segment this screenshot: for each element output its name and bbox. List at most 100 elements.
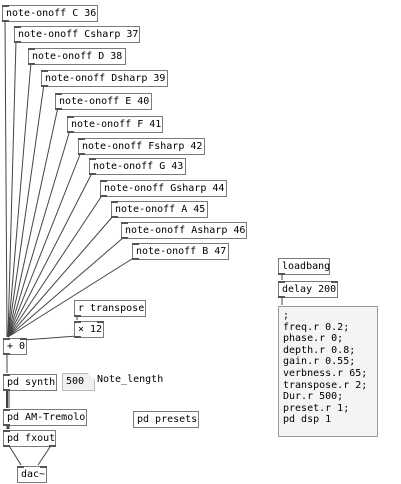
inlet[interactable] — [41, 70, 48, 72]
object-label: note-onoff Gsharp 44 — [104, 183, 225, 194]
object-label: note-onoff Csharp 37 — [18, 29, 139, 40]
times-12-object[interactable]: × 12 — [74, 321, 104, 338]
cord-fsharp — [7, 151, 82, 338]
note-length-number-atom[interactable]: 500 — [62, 373, 95, 391]
object-label: loadbang — [282, 261, 331, 272]
atom-value: 500 — [66, 376, 85, 387]
pd-fxout-object[interactable]: pd fxout — [3, 430, 56, 447]
inlet[interactable] — [3, 430, 10, 432]
outlet[interactable] — [41, 85, 48, 87]
cord-e — [7, 106, 59, 338]
inlet[interactable] — [111, 201, 118, 203]
outlet[interactable] — [100, 195, 107, 197]
outlet-right[interactable] — [49, 445, 56, 447]
note-onoff-gsharp-object[interactable]: note-onoff Gsharp 44 — [100, 180, 227, 197]
object-label: delay 200 — [282, 284, 337, 295]
inlet[interactable] — [28, 48, 35, 50]
loadbang-object[interactable]: loadbang — [278, 258, 330, 275]
outlet[interactable] — [28, 63, 35, 65]
note-onoff-dsharp-object[interactable]: note-onoff Dsharp 39 — [41, 70, 168, 87]
inlet[interactable] — [67, 116, 74, 118]
pd-synth-object[interactable]: pd synth — [3, 374, 57, 391]
outlet[interactable] — [3, 424, 10, 426]
outlet[interactable] — [2, 20, 9, 22]
cord-asharp — [7, 236, 125, 338]
cord-b — [7, 256, 136, 338]
inlet-right[interactable] — [331, 281, 338, 283]
outlet[interactable] — [3, 389, 10, 391]
outlet[interactable] — [278, 273, 285, 275]
object-label: note-onoff Dsharp 39 — [45, 73, 166, 84]
note-onoff-f-object[interactable]: note-onoff F 41 — [67, 116, 163, 133]
inlet[interactable] — [3, 409, 10, 411]
plus-0-object[interactable]: + 0 — [3, 338, 27, 355]
cord-times-plus — [23, 335, 78, 341]
inlet[interactable] — [89, 158, 96, 160]
object-label: note-onoff C 36 — [6, 8, 97, 19]
inlet[interactable] — [3, 338, 10, 340]
object-label: × 12 — [78, 324, 103, 335]
object-label: r transpose — [78, 303, 145, 314]
outlet[interactable] — [74, 315, 81, 317]
pd-am-tremolo-object[interactable]: pd AM-Tremolo — [3, 409, 87, 426]
inlet[interactable] — [74, 321, 81, 323]
outlet[interactable] — [278, 296, 285, 298]
inlet[interactable] — [121, 222, 128, 224]
outlet[interactable] — [67, 131, 74, 133]
cord-fx-dac-l — [7, 443, 22, 466]
inlet-right[interactable] — [20, 338, 27, 340]
object-label: note-onoff A 45 — [115, 204, 206, 215]
inlet[interactable] — [278, 281, 285, 283]
cord-dsharp — [7, 83, 45, 338]
outlet-left[interactable] — [3, 445, 10, 447]
object-label: note-onoff E 40 — [59, 96, 150, 107]
inlet[interactable] — [14, 26, 21, 28]
inlet[interactable] — [3, 374, 10, 376]
inlet[interactable] — [132, 243, 139, 245]
outlet[interactable] — [111, 216, 118, 218]
outlet[interactable] — [74, 336, 81, 338]
note-onoff-b-object[interactable]: note-onoff B 47 — [132, 243, 229, 260]
outlet[interactable] — [89, 173, 96, 175]
inlet[interactable] — [78, 138, 85, 140]
inlet-left[interactable] — [17, 466, 24, 468]
note-onoff-csharp-object[interactable]: note-onoff Csharp 37 — [14, 26, 140, 43]
preset-message-box[interactable]: ; freq.r 0.2; phase.r 0; depth.r 0.8; ga… — [278, 306, 378, 437]
object-label: note-onoff Asharp 46 — [125, 225, 246, 236]
r-transpose-object[interactable]: r transpose — [74, 300, 146, 317]
cord-f — [7, 129, 71, 338]
inlet[interactable] — [2, 5, 9, 7]
inlet[interactable] — [55, 93, 62, 95]
object-label: note-onoff B 47 — [136, 246, 227, 257]
note-onoff-d-object[interactable]: note-onoff D 38 — [28, 48, 126, 65]
outlet[interactable] — [55, 108, 62, 110]
object-label: note-onoff F 41 — [71, 119, 162, 130]
note-onoff-asharp-object[interactable]: note-onoff Asharp 46 — [121, 222, 247, 239]
note-onoff-a-object[interactable]: note-onoff A 45 — [111, 201, 208, 218]
object-label: pd AM-Tremolo — [7, 412, 86, 423]
outlet[interactable] — [121, 237, 128, 239]
outlet[interactable] — [14, 41, 21, 43]
note-onoff-fsharp-object[interactable]: note-onoff Fsharp 42 — [78, 138, 205, 155]
note-onoff-c-object[interactable]: note-onoff C 36 — [2, 5, 98, 22]
atom-corner — [88, 373, 95, 380]
inlet[interactable] — [100, 180, 107, 182]
pd-presets-object[interactable]: pd presets — [133, 411, 199, 428]
object-label: dac~ — [21, 469, 46, 480]
dac-object[interactable]: dac~ — [17, 466, 47, 483]
outlet[interactable] — [78, 153, 85, 155]
object-label: note-onoff Fsharp 42 — [82, 141, 203, 152]
cord-a — [7, 214, 115, 338]
note-onoff-e-object[interactable]: note-onoff E 40 — [55, 93, 152, 110]
note-onoff-g-object[interactable]: note-onoff G 43 — [89, 158, 186, 175]
note-length-label: Note_length — [97, 374, 164, 385]
object-label: pd fxout — [7, 433, 56, 444]
object-label: note-onoff G 43 — [93, 161, 184, 172]
outlet[interactable] — [3, 353, 10, 355]
object-label: + 0 — [7, 341, 26, 352]
outlet[interactable] — [132, 258, 139, 260]
inlet-right[interactable] — [40, 466, 47, 468]
inlet-right[interactable] — [97, 321, 104, 323]
delay-200-object[interactable]: delay 200 — [278, 281, 338, 298]
